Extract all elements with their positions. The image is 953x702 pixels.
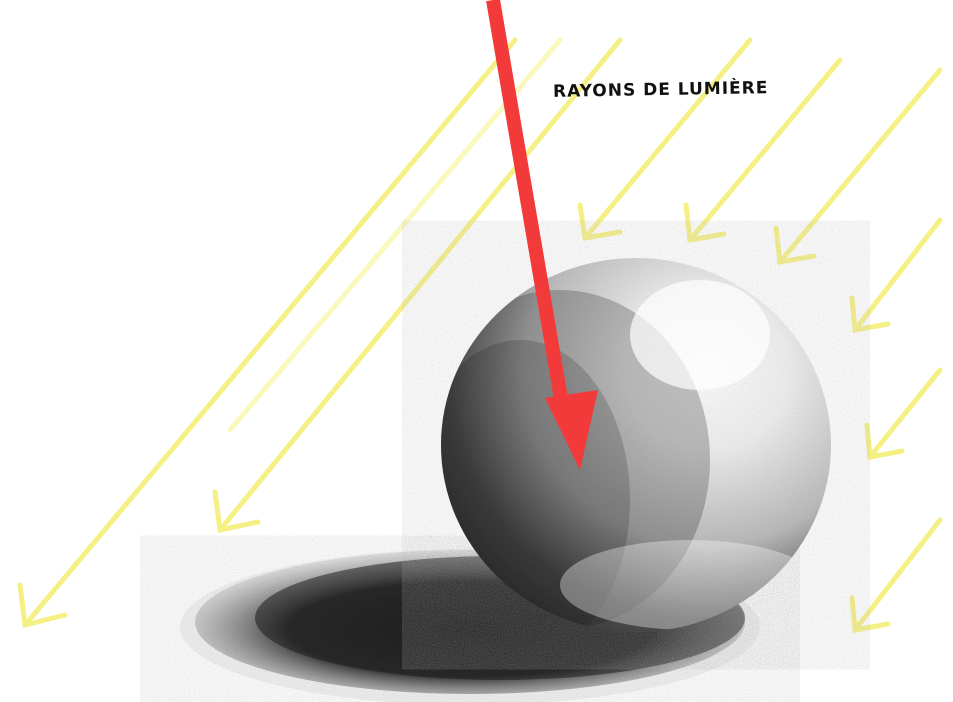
light-ray-1 — [25, 40, 515, 625]
light-ray-8 — [855, 520, 940, 630]
light-ray-7 — [870, 370, 940, 457]
light-ray-5 — [780, 70, 940, 262]
light-rays-label: RAYONS DE LUMIÈRE — [553, 78, 769, 102]
light-ray-6 — [855, 220, 940, 330]
light-ray-3 — [585, 40, 750, 238]
